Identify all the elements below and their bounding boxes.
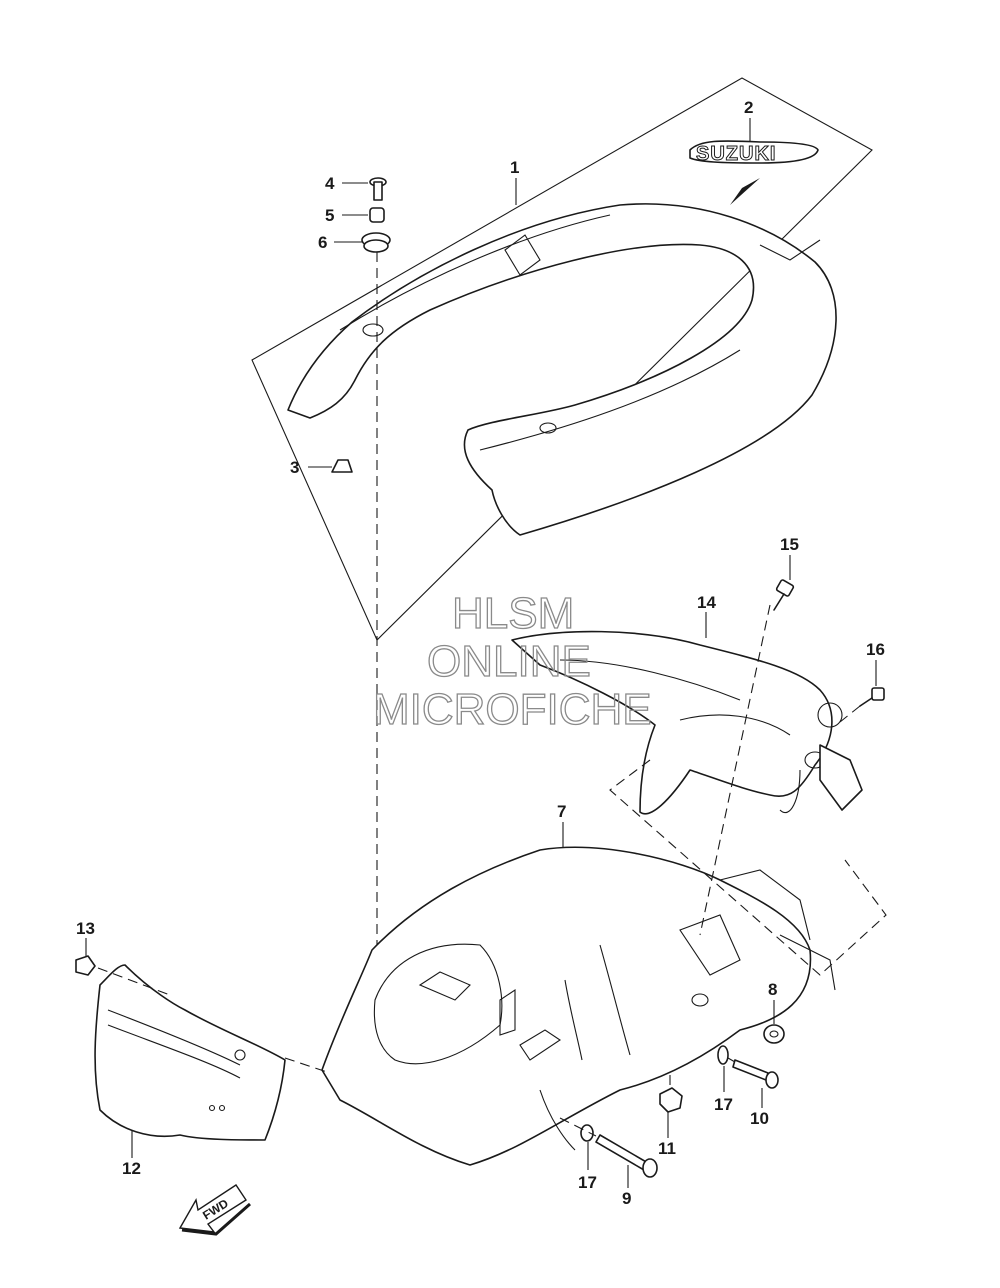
callout-4: 4 — [325, 174, 335, 193]
part-7-rear-fender[interactable] — [321, 846, 836, 1166]
callout-15: 15 — [780, 535, 799, 554]
assembly-box — [251, 77, 873, 641]
watermark-line1: HLSM — [452, 589, 574, 638]
dash-line-14-to-7 — [609, 759, 887, 976]
callout-9: 9 — [622, 1189, 631, 1208]
part-3-cushion[interactable] — [331, 459, 353, 473]
callout-8: 8 — [768, 980, 777, 999]
emblem-arrow — [730, 178, 760, 205]
part-2-emblem[interactable]: SUZUKI — [689, 140, 819, 205]
part-5-collar[interactable] — [369, 207, 385, 223]
callout-1: 1 — [510, 158, 519, 177]
part-10-bolt[interactable] — [732, 1059, 779, 1089]
emblem-brand-text: SUZUKI — [696, 143, 776, 165]
forward-arrow: FWD — [178, 1184, 251, 1236]
part-4-screw[interactable] — [369, 177, 387, 201]
dash-line-16 — [839, 705, 861, 723]
part-12-side-cover[interactable] — [94, 964, 286, 1141]
callout-16: 16 — [866, 640, 885, 659]
part-9-bolt[interactable] — [595, 1134, 658, 1178]
callout-3: 3 — [290, 458, 299, 477]
dash-line-12-to-7 — [284, 1057, 331, 1074]
part-11-nut[interactable] — [659, 1087, 683, 1113]
callout-17-right: 17 — [714, 1095, 733, 1114]
dash-line-13-to-12 — [97, 967, 171, 996]
watermark-line3: MICROFICHE — [373, 685, 652, 734]
part-8-nut[interactable] — [763, 1024, 785, 1044]
part-17-washer-right[interactable] — [717, 1045, 729, 1065]
callout-6: 6 — [318, 233, 327, 252]
callout-13: 13 — [76, 919, 95, 938]
callout-17-left: 17 — [578, 1173, 597, 1192]
callout-2: 2 — [744, 98, 753, 117]
part-15-bolt[interactable] — [773, 579, 795, 611]
dash-line-9 — [559, 1117, 597, 1137]
dash-line-10 — [727, 1057, 736, 1063]
callout-11: 11 — [658, 1139, 676, 1158]
callout-10: 10 — [750, 1109, 769, 1128]
callout-14: 14 — [697, 593, 716, 612]
part-13-bolt[interactable] — [75, 955, 96, 976]
part-17-washer-left[interactable] — [580, 1124, 594, 1142]
part-14-fender-extension[interactable] — [511, 630, 863, 815]
callout-5: 5 — [325, 206, 334, 225]
part-6-grommet[interactable] — [361, 232, 391, 253]
callout-12: 12 — [122, 1159, 141, 1178]
part-1-tail-cover[interactable] — [287, 203, 837, 536]
part-16-bolt[interactable] — [859, 687, 885, 707]
callout-7: 7 — [557, 802, 566, 821]
watermark-line2: ONLINE — [427, 637, 591, 686]
